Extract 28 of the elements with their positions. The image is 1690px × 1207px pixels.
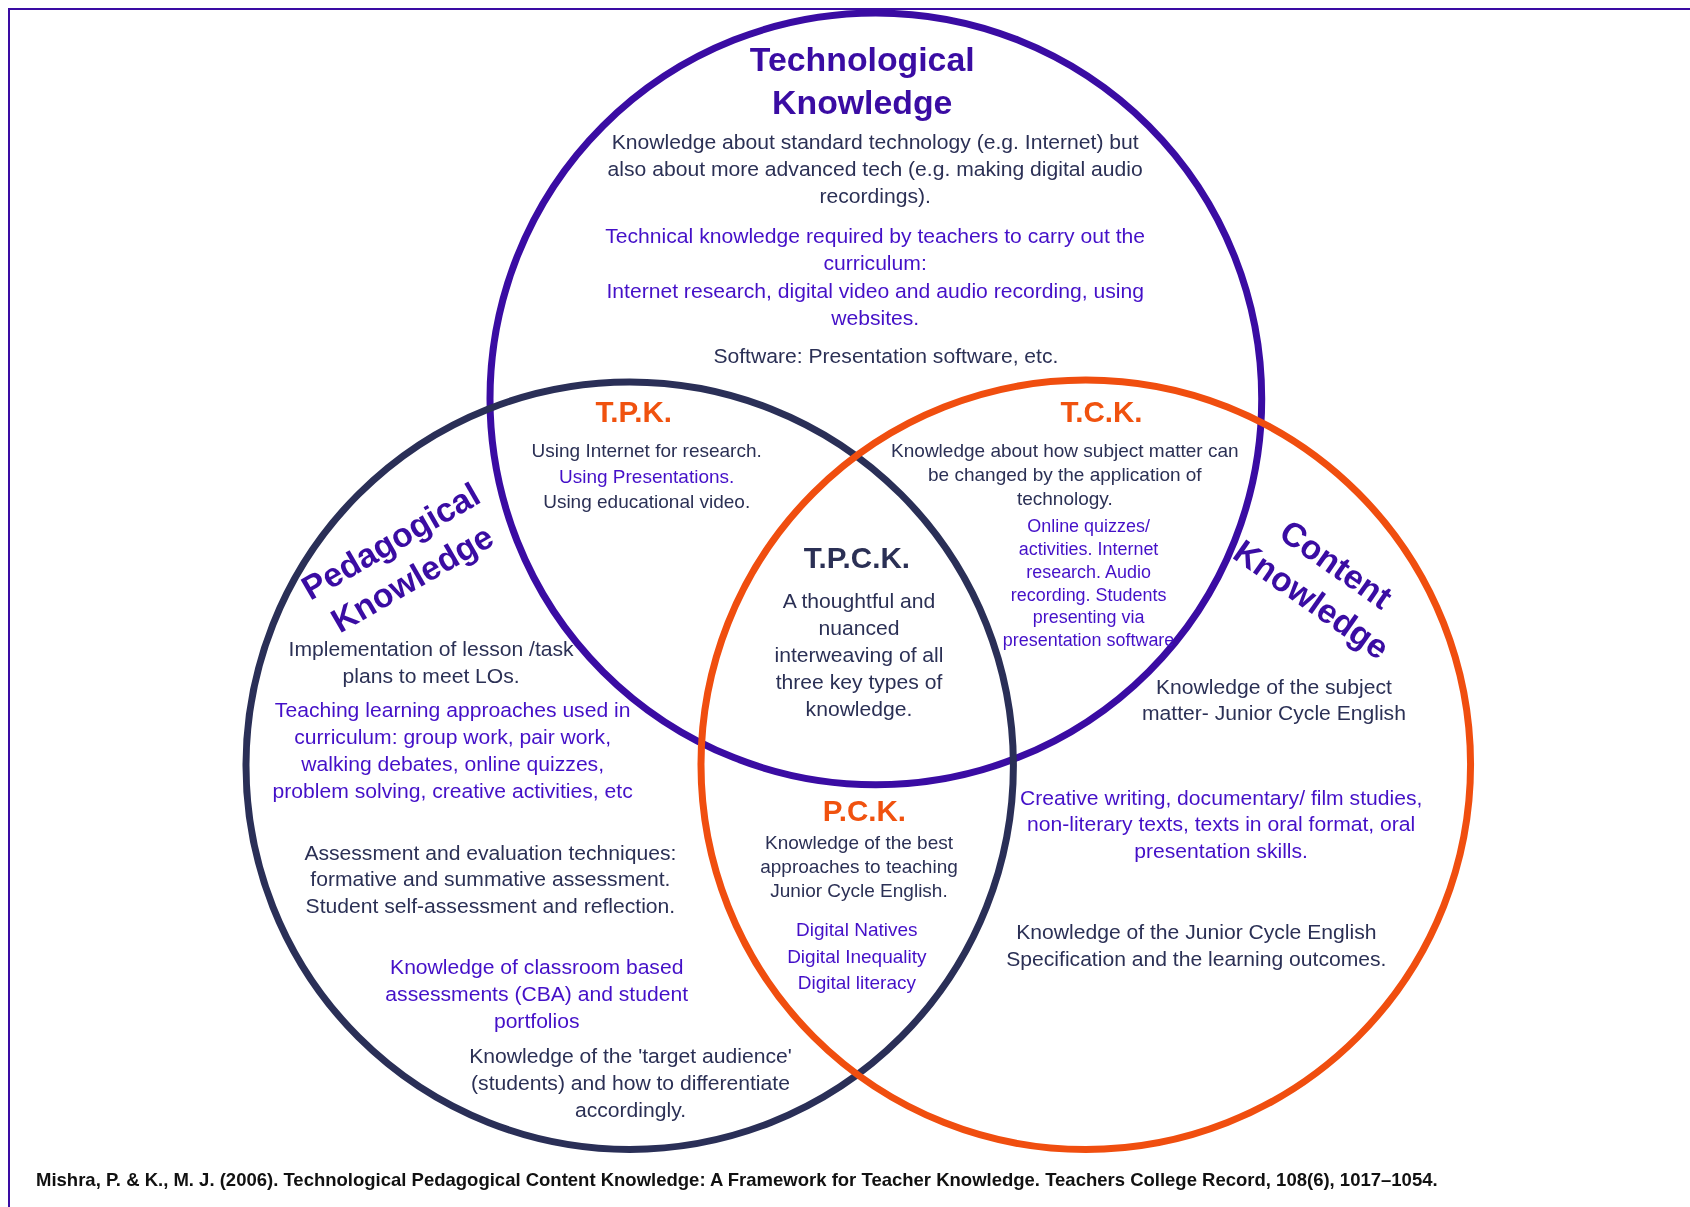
- description-text: Assessment and evaluation techniques: formative and summative assessment. Student self-assessment and reflection.: [303, 839, 678, 920]
- description-text: Knowledge about standard technology (e.g. Internet) but also about more advanced tech (e.g. making digital audio recordings).: [606, 129, 1144, 209]
- region-text: Knowledge of the best approaches to teaching Junior Cycle English.: [759, 831, 959, 904]
- region-text: Knowledge about how subject matter can be changed by the application of technology.: [890, 438, 1240, 511]
- circle-heading: Technological Knowledge: [748, 38, 976, 123]
- description-text: Technical knowledge required by teachers to carry out the curriculum:: [604, 223, 1147, 276]
- description-text: Knowledge of the subject matter- Junior Cycle English: [1140, 673, 1407, 727]
- region-text: A thoughtful and nuanced interweaving of all three key types of knowledge.: [773, 588, 945, 722]
- region-heading: P.C.K.: [821, 793, 907, 830]
- description-text: Creative writing, documentary/ film studies, non-literary texts, texts in oral format, oral presentation skills.: [1018, 784, 1424, 865]
- description-text: Knowledge of the 'target audience' (students) and how to differentiate accordingly.: [468, 1043, 793, 1123]
- region-text: Using educational video.: [542, 490, 752, 515]
- description-text: Knowledge of the Junior Cycle English Specification and the learning outcomes.: [1005, 919, 1388, 973]
- description-text: Teaching learning approaches used in curriculum: group work, pair work, walking debates, online quizzes, problem solving, creative activities, etc: [271, 697, 634, 804]
- description-text: Software: Presentation software, etc.: [712, 342, 1060, 369]
- region-text: Using Presentations.: [558, 464, 736, 489]
- region-text: Online quizzes/ activities. Internet research. Audio recording. Students presenting via presentation software: [1001, 515, 1176, 652]
- region-heading: T.P.K.: [594, 394, 674, 431]
- description-text: Knowledge of classroom based assessments (CBA) and student portfolios: [384, 953, 690, 1034]
- region-text: Digital Natives: [795, 918, 919, 943]
- region-heading: T.C.K.: [1059, 394, 1144, 431]
- region-heading: T.P.C.K.: [802, 539, 911, 576]
- region-text: Digital literacy: [796, 971, 917, 996]
- region-text: Using Internet for research.: [530, 438, 763, 463]
- region-text: Digital Inequality: [786, 945, 928, 970]
- citation: Mishra, P. & K., M. J. (2006). Technological Pedagogical Content Knowledge: A Framework for Teacher Knowledge. Teachers College Record, 108(6), 1017–1054.: [36, 1168, 1439, 1192]
- description-text: Internet research, digital video and audio recording, using websites.: [605, 278, 1145, 331]
- description-text: Implementation of lesson /task plans to meet LOs.: [287, 635, 575, 689]
